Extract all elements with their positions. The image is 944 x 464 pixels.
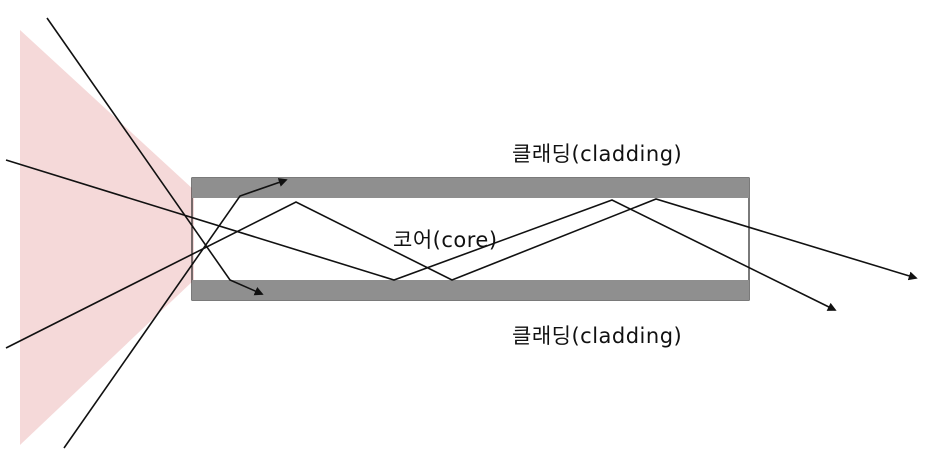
core-label: 코어(core) bbox=[393, 228, 498, 252]
cladding-top-label: 클래딩(cladding) bbox=[512, 142, 683, 166]
cladding-bottom-band bbox=[192, 280, 749, 300]
ray-steep-up bbox=[63, 178, 288, 449]
acceptance-cone bbox=[20, 30, 194, 445]
cladding-bottom-label: 클래딩(cladding) bbox=[512, 324, 683, 348]
ray-steep-down bbox=[46, 17, 264, 296]
ray-guided-2 bbox=[5, 198, 918, 349]
ray-guided-1 bbox=[5, 159, 837, 311]
cladding-top-band bbox=[192, 178, 749, 198]
